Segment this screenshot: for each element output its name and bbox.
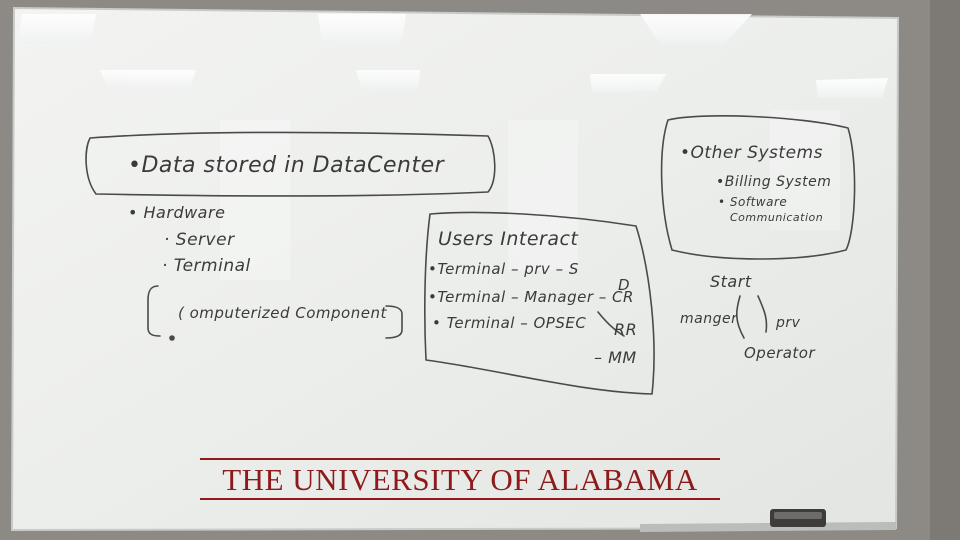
note-prv: prv — [776, 315, 801, 331]
note-operator: Operator — [744, 344, 816, 362]
note-terminal: · Terminal — [162, 256, 251, 276]
data-center-box — [85, 131, 496, 197]
arrow-line — [597, 311, 625, 337]
note-software: • Software — [718, 195, 788, 209]
banner-rule-bottom — [200, 498, 720, 500]
note-terminal-prv: •Terminal – prv – S — [428, 260, 579, 278]
note-users-interact: Users Interact — [438, 228, 579, 250]
right-bracket — [385, 305, 403, 339]
note-data-center-title: •Data stored in DataCenter — [128, 153, 445, 178]
university-banner: THE UNIVERSITY OF ALABAMA — [222, 462, 698, 497]
note-terminal-manager: •Terminal – Manager – CR — [428, 288, 634, 306]
note-billing-system: •Billing System — [716, 174, 832, 190]
note-terminal-opsec: • Terminal – OPSEC — [432, 314, 587, 332]
note-mm: – MM — [594, 348, 637, 367]
note-server: · Server — [164, 230, 235, 250]
note-communication: Communication — [730, 211, 824, 224]
note-start: Start — [710, 272, 752, 291]
start-branch-left — [735, 295, 745, 339]
note-manager: manger — [680, 311, 738, 327]
start-branch-right — [757, 295, 768, 333]
note-rr: RR — [614, 320, 638, 339]
left-bracket — [147, 285, 161, 337]
note-other-systems: •Other Systems — [680, 143, 823, 163]
users-interact-box — [424, 211, 655, 395]
note-component: ( omputerized Component — [178, 304, 387, 322]
other-systems-box — [660, 115, 856, 260]
note-hardware: • Hardware — [128, 203, 226, 222]
note-terminal-prv-d: D — [618, 276, 631, 294]
light-reflections — [18, 14, 888, 98]
banner-rule-top — [200, 458, 720, 460]
marker-tray — [640, 522, 896, 532]
